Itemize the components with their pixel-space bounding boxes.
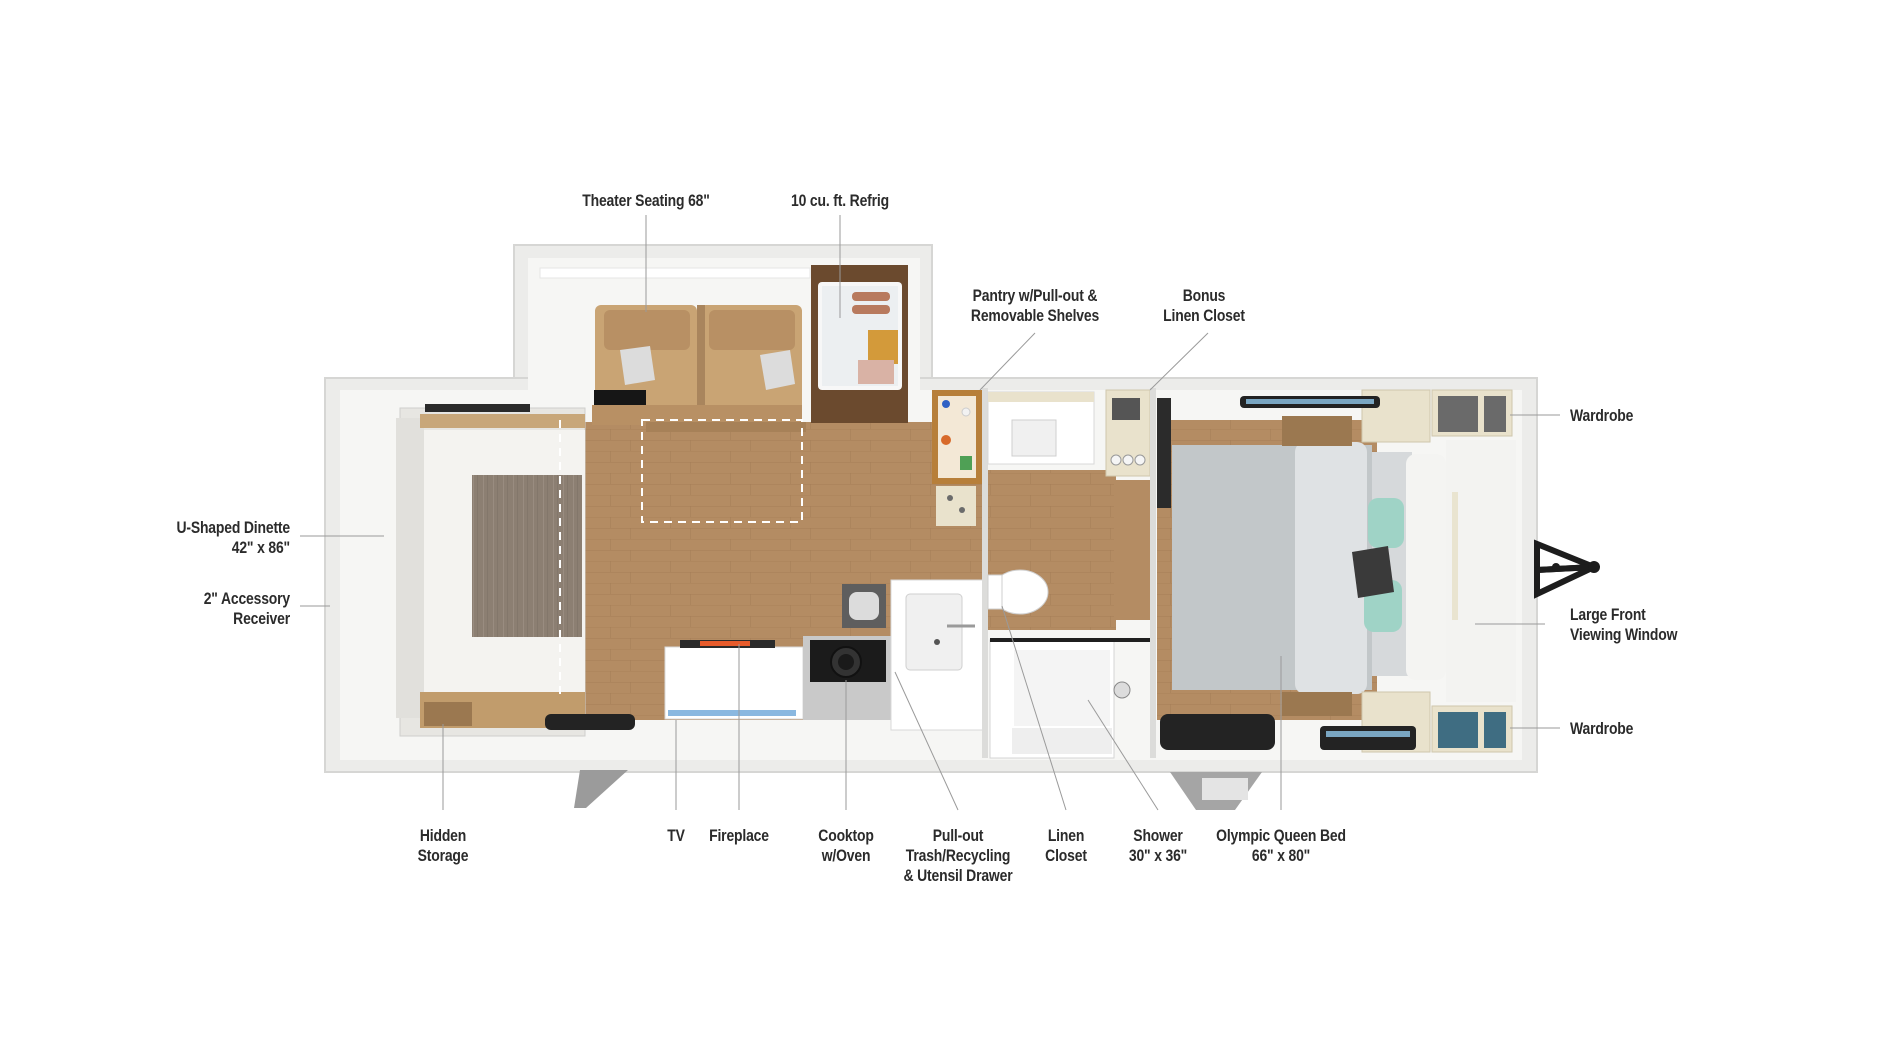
label-tv: TV [667, 826, 685, 845]
label-refrigerator: 10 cu. ft. Refrig [791, 191, 889, 210]
bedroom-graphic [1160, 389, 1516, 753]
label-hidden-storage: Hidden Storage [417, 826, 469, 865]
label-pullout-trash: Pull-out Trash/Recycling & Utensil Drawe… [903, 826, 1013, 885]
label-theater-seating: Theater Seating 68" [582, 191, 710, 210]
label-bonus-linen-closet: Bonus Linen Closet [1163, 286, 1245, 325]
label-u-dinette: U-Shaped Dinette 42" x 86" [176, 518, 290, 557]
label-queen-bed: Olympic Queen Bed 66" x 80" [1216, 826, 1346, 865]
theater-seating-graphic [539, 267, 811, 523]
leader-lines [300, 215, 1560, 811]
label-accessory-receiver: 2" Accessory Receiver [203, 589, 290, 628]
label-pantry: Pantry w/Pull-out & Removable Shelves [970, 286, 1100, 325]
label-linen-closet: Linen Closet [1045, 826, 1087, 865]
label-shower: Shower 30" x 36" [1128, 826, 1188, 865]
refrigerator-graphic [811, 265, 908, 423]
label-wardrobe-top: Wardrobe [1570, 406, 1634, 425]
u-dinette-graphic [396, 407, 586, 737]
label-cooktop: Cooktop w/Oven [818, 826, 874, 865]
hitch-graphic [1534, 539, 1600, 599]
label-wardrobe-bottom: Wardrobe [1570, 719, 1634, 738]
bathroom-graphic [982, 388, 1171, 759]
label-large-front-window: Large Front Viewing Window [1570, 605, 1678, 644]
kitchen-graphic [664, 390, 984, 731]
label-fireplace: Fireplace [709, 826, 769, 845]
